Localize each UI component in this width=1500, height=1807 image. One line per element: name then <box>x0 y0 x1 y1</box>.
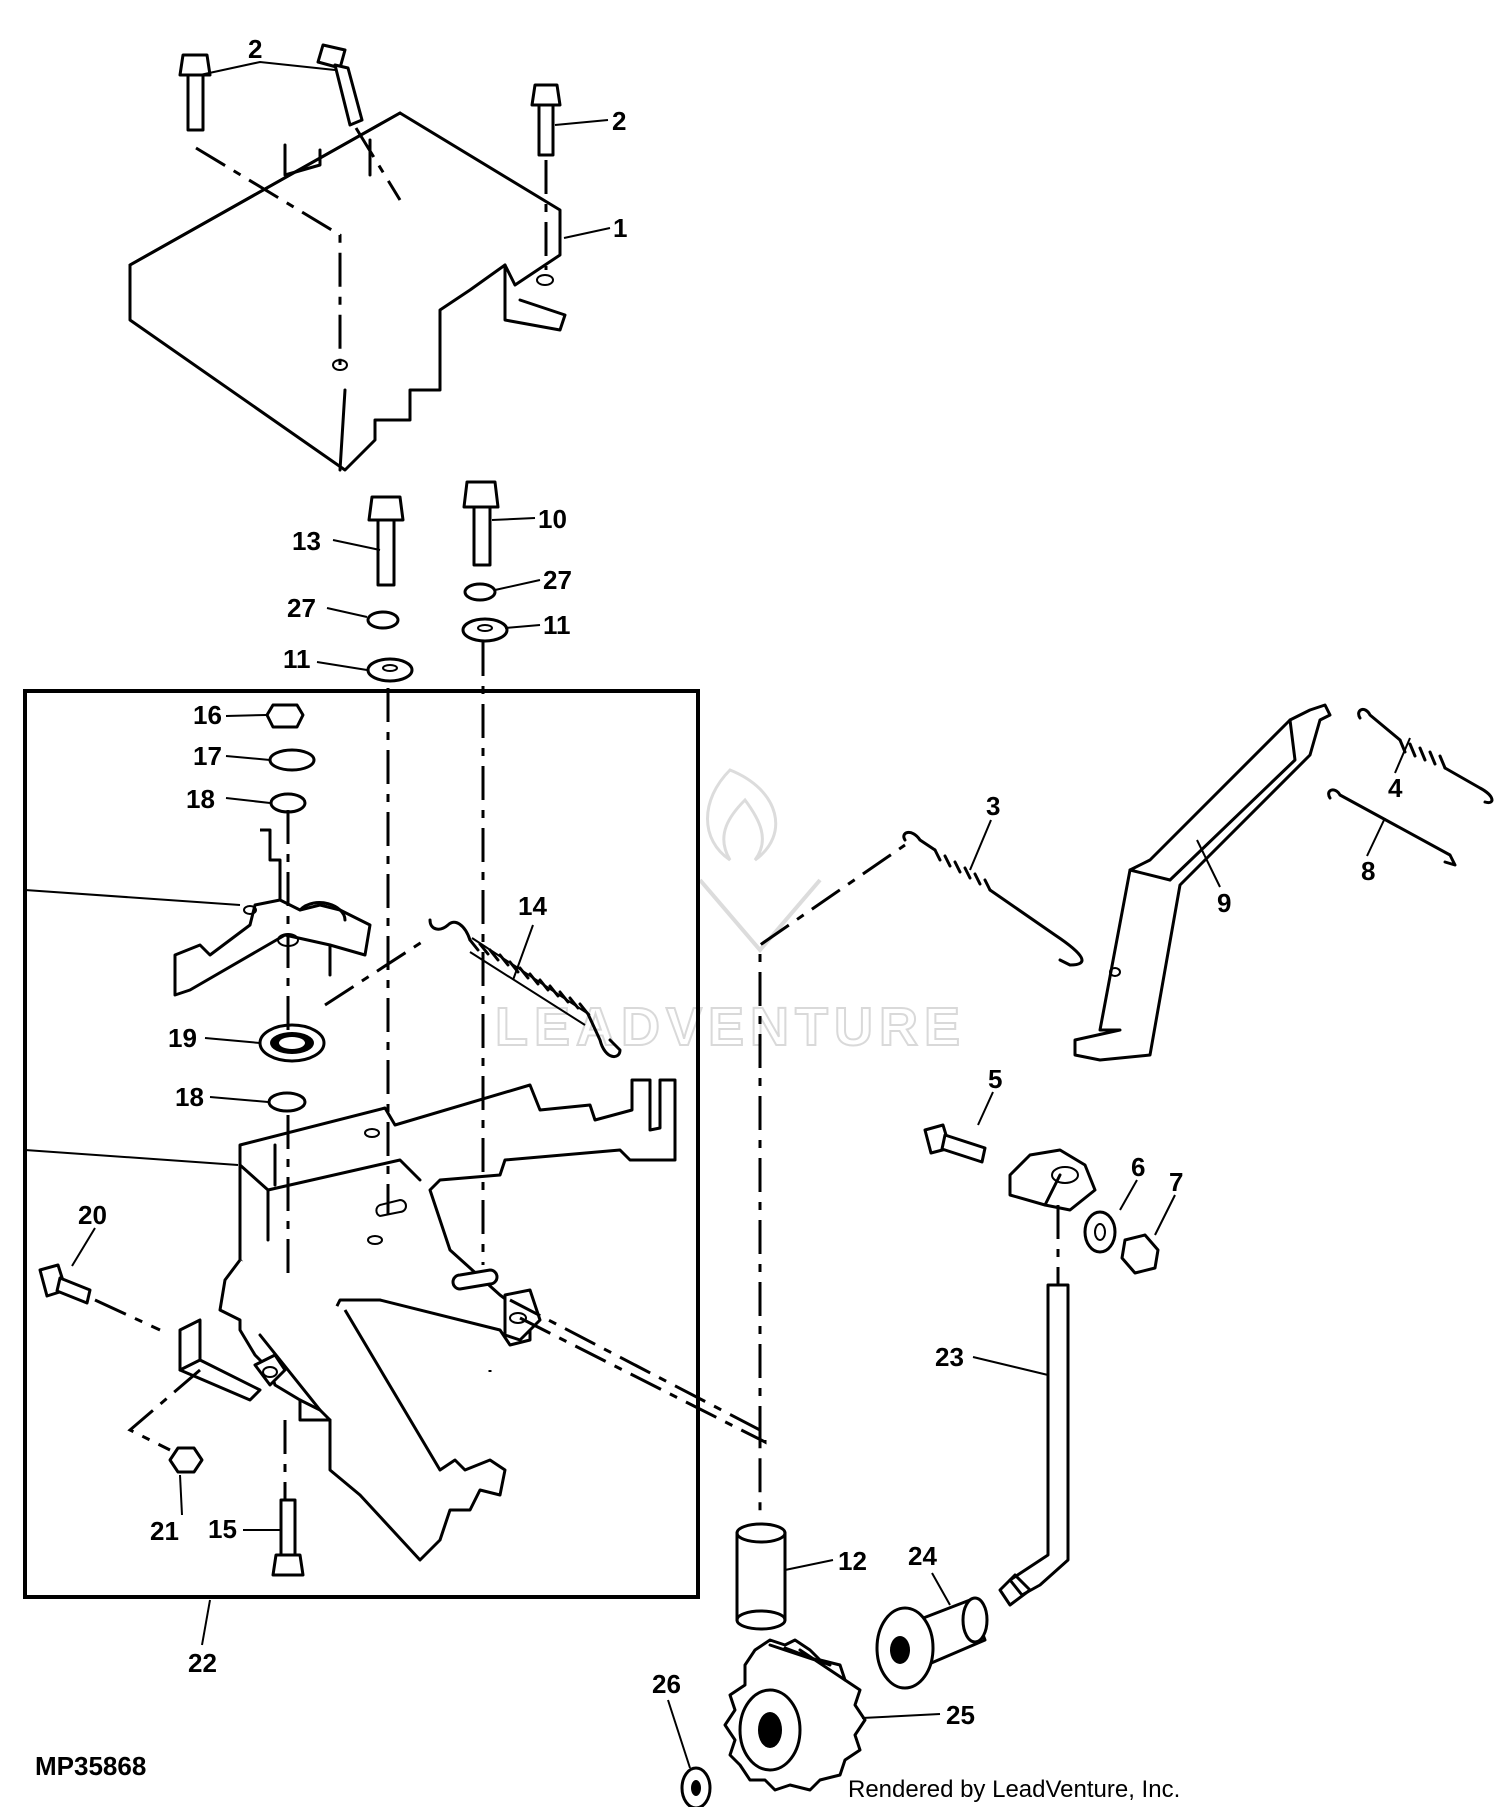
callout-27: 27 <box>543 565 572 595</box>
idler-arm-bracket <box>173 828 372 997</box>
callout-1: 1 <box>613 213 627 243</box>
part-18-washer <box>269 792 307 814</box>
callout-18: 18 <box>175 1082 204 1112</box>
callout-5: 5 <box>988 1064 1002 1094</box>
callout-19: 19 <box>168 1023 197 1053</box>
callout-3: 3 <box>986 791 1000 821</box>
part-20-bolt <box>38 1263 92 1305</box>
callout-20: 20 <box>78 1200 107 1230</box>
part-14-spring <box>428 918 622 1058</box>
part-12-bushing <box>735 1522 787 1631</box>
part-18-washer-lower <box>267 1091 307 1113</box>
figure-id: MP35868 <box>35 1751 146 1781</box>
callout-7: 7 <box>1169 1167 1183 1197</box>
part-5-bolt <box>923 1123 987 1164</box>
callout-24: 24 <box>908 1541 937 1571</box>
assembly-lines <box>94 127 1060 1520</box>
callout-23: 23 <box>935 1342 964 1372</box>
callout-10: 10 <box>538 504 567 534</box>
callout-16: 16 <box>193 700 222 730</box>
part-26-washer <box>680 1766 712 1807</box>
mounting-plate <box>178 1078 677 1562</box>
part-2-bolts <box>178 43 562 157</box>
part-23-shaft <box>998 1283 1070 1607</box>
render-credit: Rendered by LeadVenture, Inc. <box>848 1776 1180 1803</box>
part-6-washer <box>1083 1210 1117 1254</box>
part-15-bolt <box>271 1498 305 1577</box>
callout-17: 17 <box>193 741 222 771</box>
part-1-cover <box>128 111 567 472</box>
part-9-lever-arm <box>1008 703 1332 1212</box>
part-11-washers <box>366 617 509 683</box>
part-17-washer <box>268 748 316 772</box>
part-8-rod <box>1327 788 1457 867</box>
part-10-bolt <box>462 480 500 567</box>
callout-12: 12 <box>838 1546 867 1576</box>
part-24-pivot <box>875 1596 989 1690</box>
callout-2: 2 <box>248 34 262 64</box>
part-7-nut <box>1120 1233 1160 1275</box>
callout-22: 22 <box>188 1648 217 1678</box>
callout-21: 21 <box>150 1516 179 1546</box>
callout-14: 14 <box>518 891 547 921</box>
callout-25: 25 <box>946 1700 975 1730</box>
part-27-lockwashers <box>366 582 497 630</box>
callout-26: 26 <box>652 1669 681 1699</box>
callout-18: 18 <box>186 784 215 814</box>
leader-lines <box>24 60 1411 1769</box>
part-19-bearing <box>258 1023 326 1063</box>
callout-labels: 2 2 1 13 10 27 27 11 11 16 17 18 14 19 1… <box>78 34 1403 1730</box>
part-16-nut <box>265 703 305 729</box>
part-3-spring <box>902 831 1084 967</box>
callout-8: 8 <box>1361 856 1375 886</box>
callout-9: 9 <box>1217 888 1231 918</box>
part-21-nut <box>168 1446 204 1474</box>
callout-11: 11 <box>283 644 311 674</box>
callout-15: 15 <box>208 1514 237 1544</box>
watermark-text: LEADVENTURE <box>495 997 966 1057</box>
part-25-gear <box>723 1638 867 1792</box>
callout-2: 2 <box>612 106 626 136</box>
watermark: LEADVENTURE <box>494 768 966 1058</box>
assembly-22-box <box>23 689 700 1599</box>
callout-13: 13 <box>292 526 321 556</box>
callout-27: 27 <box>287 593 316 623</box>
callout-4: 4 <box>1388 773 1403 803</box>
callout-11: 11 <box>543 610 571 640</box>
part-13-bolt <box>367 495 405 587</box>
part-4-spring <box>1357 707 1494 805</box>
callout-6: 6 <box>1131 1152 1145 1182</box>
